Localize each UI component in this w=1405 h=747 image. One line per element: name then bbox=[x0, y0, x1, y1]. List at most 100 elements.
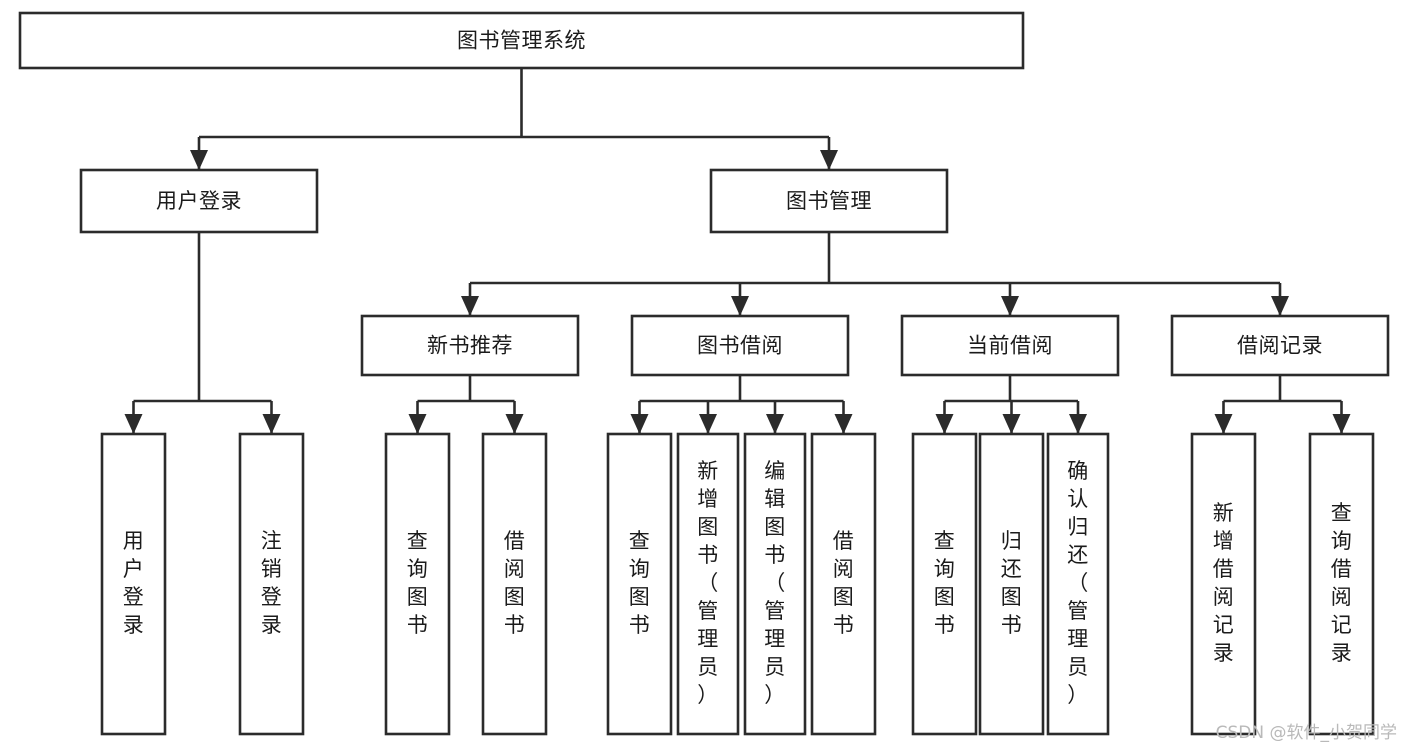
arrow-head-icon bbox=[1332, 414, 1351, 434]
node-label-leaf-confirm-return-char-7: 员 bbox=[1067, 655, 1089, 679]
node-label-leaf-add-book-char-8: ） bbox=[697, 683, 719, 707]
node-label-leaf-add-book-char-5: 管 bbox=[697, 599, 719, 623]
node-label-leaf-return-book-char-3: 书 bbox=[1001, 613, 1023, 637]
node-box-leaf-user-logout bbox=[238, 432, 305, 736]
node-label-leaf-add-book-char-1: 增 bbox=[697, 487, 719, 511]
node-box-leaf-query-book-2 bbox=[606, 432, 673, 736]
node-box-leaf-add-book bbox=[676, 432, 740, 736]
node-root[interactable]: 图书管理系统 bbox=[18, 11, 1025, 70]
node-label-leaf-query-book-3-char-1: 询 bbox=[934, 557, 956, 581]
node-label-leaf-query-record-char-1: 询 bbox=[1331, 529, 1353, 553]
node-label-leaf-confirm-return-char-0: 确 bbox=[1067, 459, 1089, 483]
node-label-leaf-query-record-char-4: 记 bbox=[1331, 613, 1353, 637]
node-label-leaf-borrow-book-1-char-0: 借 bbox=[504, 529, 526, 553]
node-label-leaf-query-book-1-char-2: 图 bbox=[407, 585, 429, 609]
node-label-leaf-add-book-char-0: 新 bbox=[697, 459, 719, 483]
node-label-leaf-borrow-book-1-char-3: 书 bbox=[504, 613, 526, 637]
node-label-leaf-borrow-book-1-char-1: 阅 bbox=[504, 557, 526, 581]
node-box-leaf-query-record bbox=[1308, 432, 1375, 736]
arrow-head-icon bbox=[190, 150, 208, 170]
node-label-leaf-query-book-3-char-2: 图 bbox=[934, 585, 956, 609]
node-label-leaf-user-logout-char-0: 注 bbox=[261, 529, 283, 553]
arrow-head-icon bbox=[766, 414, 784, 434]
node-label-leaf-query-record-char-5: 录 bbox=[1331, 641, 1353, 665]
node-label-leaf-add-record-char-1: 增 bbox=[1213, 529, 1235, 553]
arrow-head-icon bbox=[262, 414, 281, 434]
node-label-leaf-return-book-char-1: 还 bbox=[1001, 557, 1023, 581]
arrow-head-icon bbox=[124, 414, 143, 434]
node-box-leaf-return-book bbox=[978, 432, 1045, 736]
node-label-leaf-edit-book-char-8: ） bbox=[764, 683, 786, 707]
node-label-leaf-query-book-2-char-3: 书 bbox=[629, 613, 651, 637]
node-book-manage[interactable]: 图书管理 bbox=[709, 168, 949, 234]
node-label-leaf-user-login-char-0: 用 bbox=[123, 529, 145, 553]
node-label-new-book-recommend: 新书推荐 bbox=[427, 334, 513, 358]
node-label-leaf-add-book-char-3: 书 bbox=[697, 543, 719, 567]
node-label-leaf-query-record-char-3: 阅 bbox=[1331, 585, 1353, 609]
node-label-leaf-query-book-2-char-2: 图 bbox=[629, 585, 651, 609]
arrow-head-icon bbox=[408, 414, 427, 434]
node-label-leaf-edit-book-char-2: 图 bbox=[764, 515, 786, 539]
node-label-leaf-edit-book-char-1: 辑 bbox=[764, 487, 786, 511]
node-box-borrow-record bbox=[1170, 314, 1390, 377]
node-book-borrow[interactable]: 图书借阅 bbox=[630, 314, 850, 377]
node-label-leaf-add-book-char-7: 员 bbox=[697, 655, 719, 679]
node-leaf-user-login[interactable]: 用户登录 bbox=[100, 432, 167, 736]
node-label-leaf-borrow-book-2-char-1: 阅 bbox=[833, 557, 855, 581]
node-label-leaf-query-book-1-char-3: 书 bbox=[407, 613, 429, 637]
node-label-leaf-query-record-char-0: 查 bbox=[1331, 501, 1353, 525]
node-label-leaf-query-record-char-2: 借 bbox=[1331, 557, 1353, 581]
node-label-leaf-query-book-1-char-0: 查 bbox=[407, 529, 429, 553]
node-box-book-borrow bbox=[630, 314, 850, 377]
node-current-borrow[interactable]: 当前借阅 bbox=[900, 314, 1120, 377]
node-label-leaf-user-logout-char-3: 录 bbox=[261, 613, 283, 637]
node-label-leaf-confirm-return-char-4: （ bbox=[1067, 571, 1089, 595]
node-label-current-borrow: 当前借阅 bbox=[967, 334, 1053, 358]
node-user-login[interactable]: 用户登录 bbox=[79, 168, 319, 234]
node-box-leaf-confirm-return bbox=[1046, 432, 1110, 736]
arrow-head-icon bbox=[834, 414, 853, 434]
node-label-leaf-add-record-char-4: 记 bbox=[1213, 613, 1235, 637]
node-label-root: 图书管理系统 bbox=[457, 29, 586, 53]
node-label-leaf-add-book-char-6: 理 bbox=[697, 627, 719, 651]
connector-edges-layer bbox=[124, 68, 1351, 434]
node-box-leaf-add-record bbox=[1190, 432, 1257, 736]
node-box-leaf-borrow-book-2 bbox=[810, 432, 877, 736]
node-new-book-recommend[interactable]: 新书推荐 bbox=[360, 314, 580, 377]
arrow-head-icon bbox=[1069, 414, 1087, 434]
node-label-leaf-query-book-3-char-0: 查 bbox=[934, 529, 956, 553]
node-label-leaf-borrow-book-1-char-2: 图 bbox=[504, 585, 526, 609]
node-box-user-login bbox=[79, 168, 319, 234]
node-borrow-record[interactable]: 借阅记录 bbox=[1170, 314, 1390, 377]
node-box-current-borrow bbox=[900, 314, 1120, 377]
node-label-borrow-record: 借阅记录 bbox=[1237, 334, 1323, 358]
node-box-leaf-query-book-3 bbox=[911, 432, 978, 736]
node-box-root bbox=[18, 11, 1025, 70]
node-label-leaf-borrow-book-2-char-2: 图 bbox=[833, 585, 855, 609]
node-label-leaf-edit-book-char-6: 理 bbox=[764, 627, 786, 651]
node-label-leaf-user-logout-char-1: 销 bbox=[261, 557, 283, 581]
diagram-nodes-layer: 图书管理系统用户登录图书管理新书推荐图书借阅当前借阅借阅记录用户登录注销登录查询… bbox=[18, 11, 1390, 736]
node-label-book-manage: 图书管理 bbox=[786, 189, 872, 213]
node-label-leaf-add-record-char-3: 阅 bbox=[1213, 585, 1235, 609]
arrow-head-icon bbox=[1214, 414, 1233, 434]
node-label-leaf-confirm-return-char-2: 归 bbox=[1067, 515, 1089, 539]
node-label-leaf-query-book-2-char-1: 询 bbox=[629, 557, 651, 581]
node-label-leaf-return-book-char-2: 图 bbox=[1001, 585, 1023, 609]
arrow-head-icon bbox=[935, 414, 954, 434]
node-label-leaf-add-record-char-0: 新 bbox=[1213, 501, 1235, 525]
node-box-leaf-borrow-book-1 bbox=[481, 432, 548, 736]
